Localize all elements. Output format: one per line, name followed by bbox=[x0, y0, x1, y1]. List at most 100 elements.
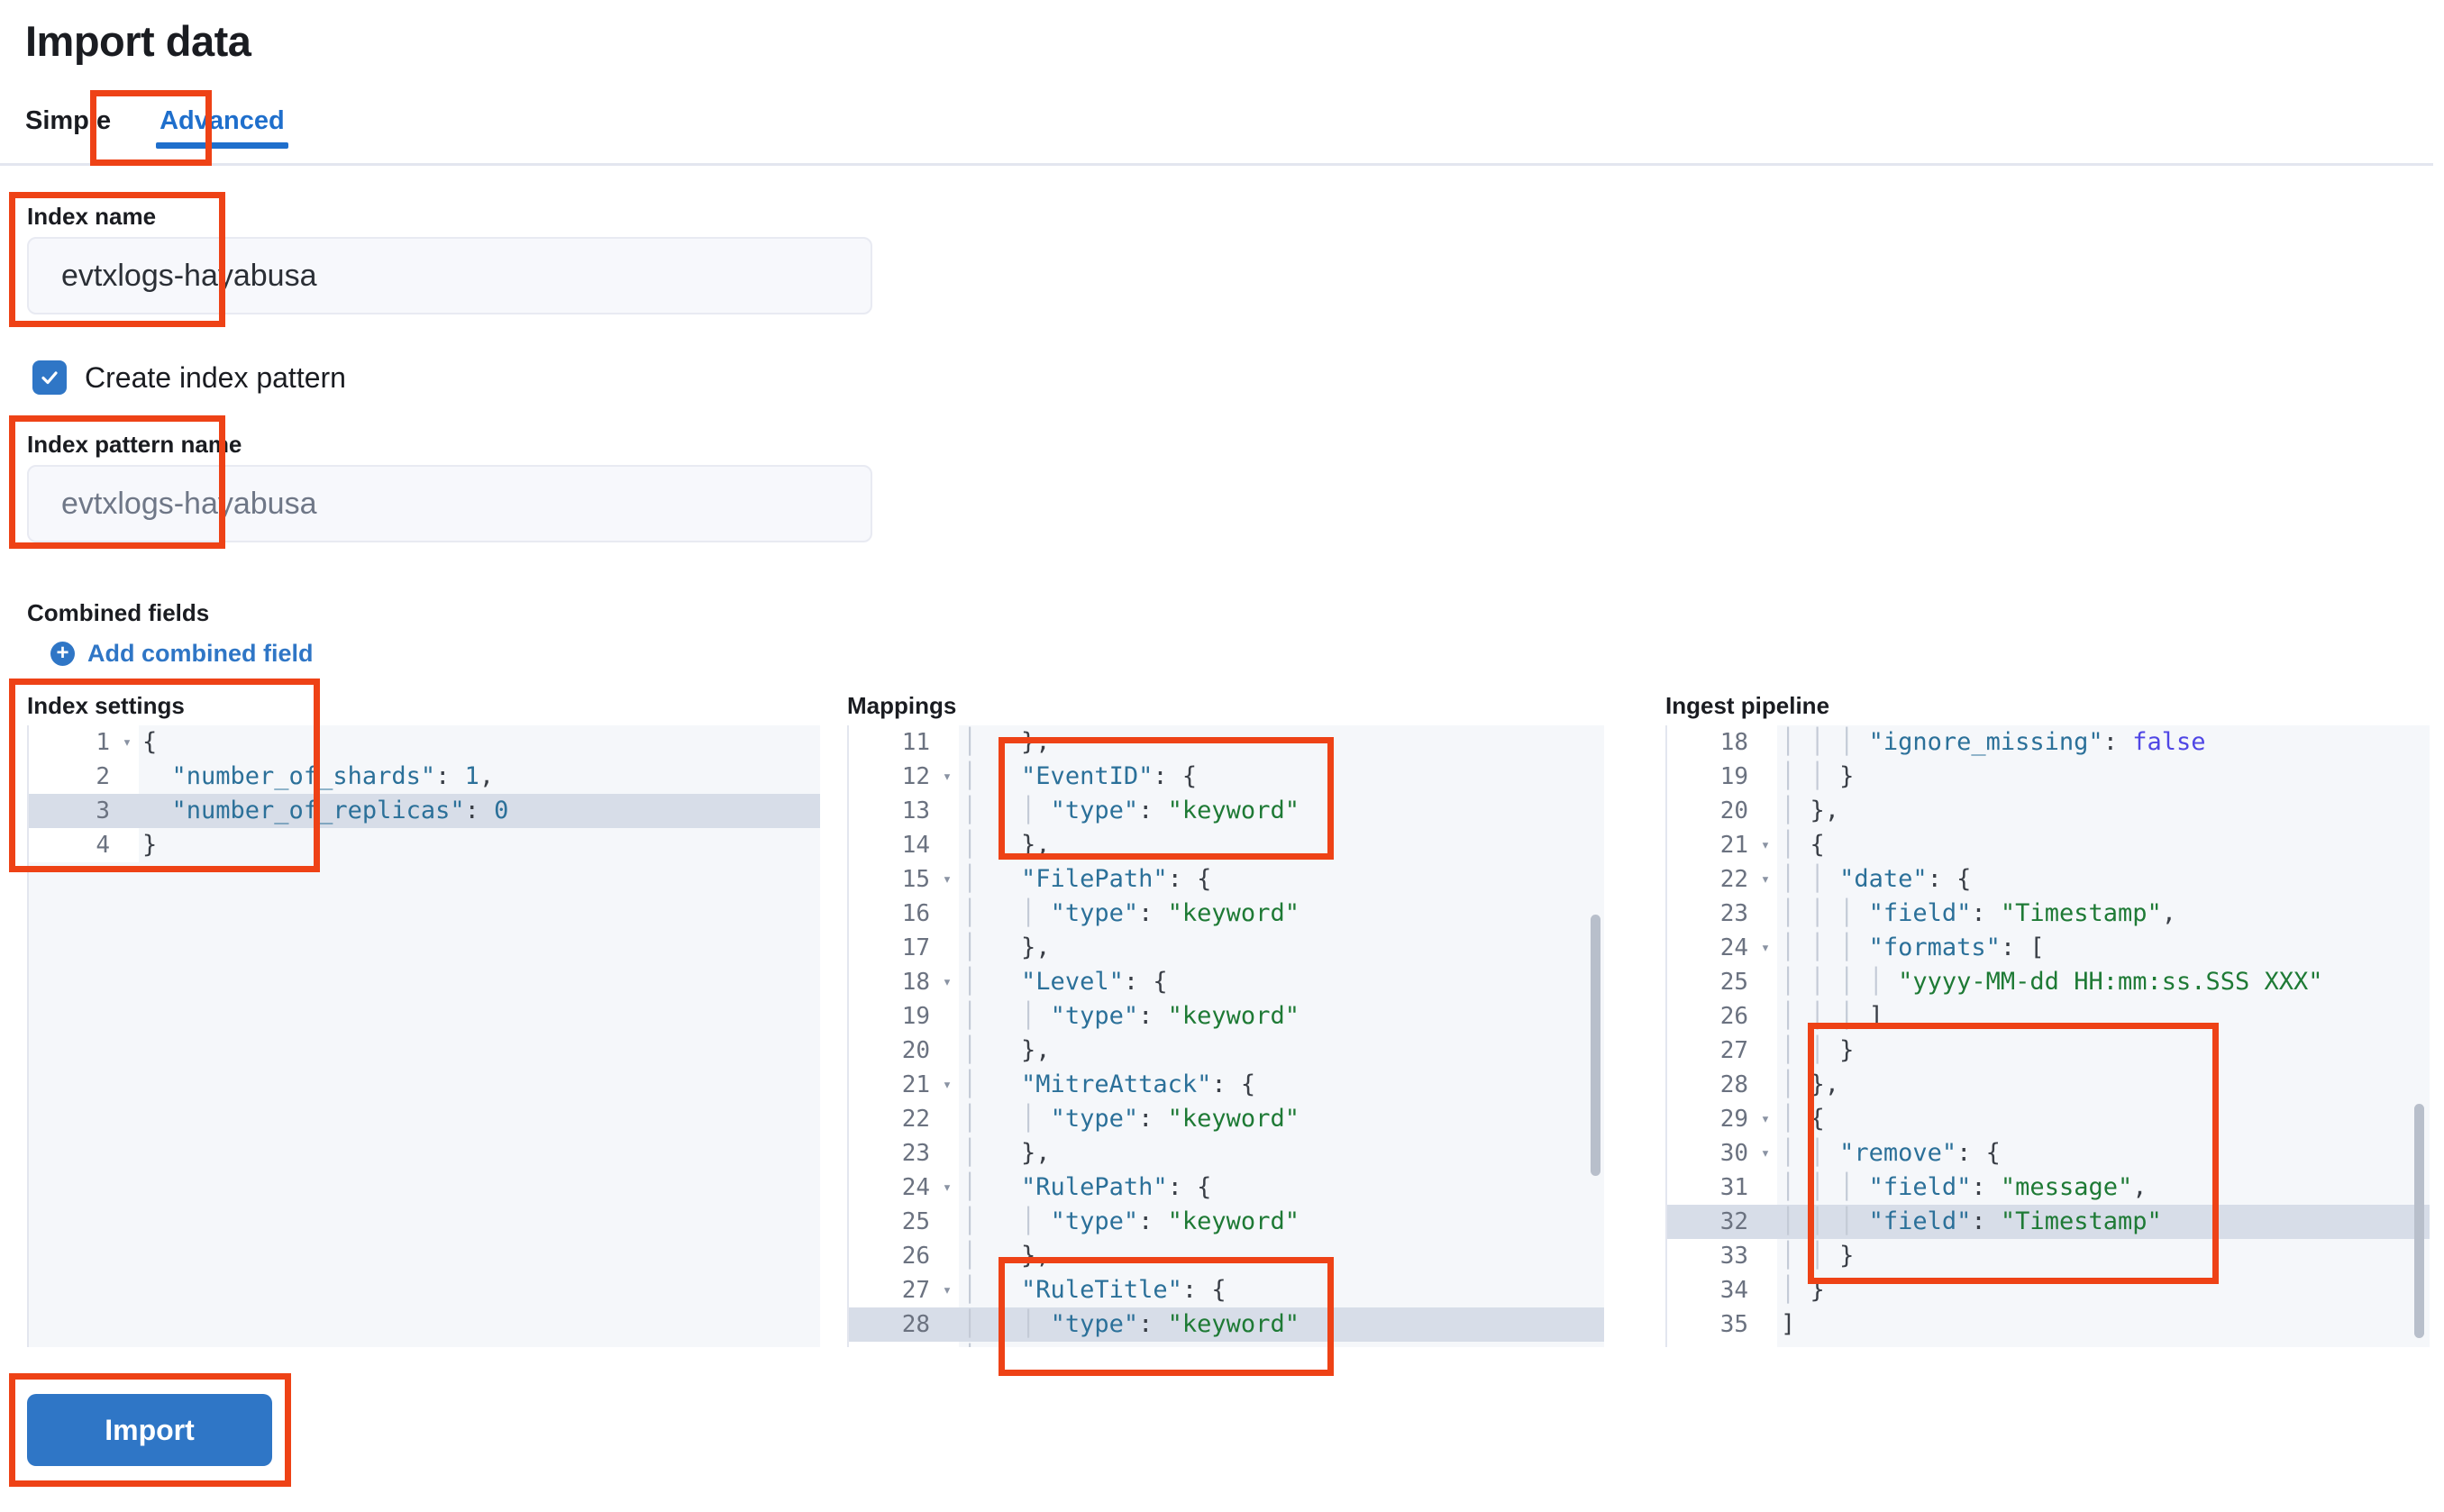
code-line[interactable]: 36} bbox=[1667, 1342, 2430, 1347]
code-line[interactable]: 15▾│ "FilePath": { bbox=[849, 862, 1604, 897]
line-number: 29 bbox=[1667, 1102, 1754, 1136]
code-line[interactable]: 33│ │ } bbox=[1667, 1239, 2430, 1273]
fold-toggle-icon[interactable]: ▾ bbox=[1754, 1102, 1777, 1136]
fold-toggle-icon bbox=[1754, 725, 1777, 760]
code-line[interactable]: 19│ │ } bbox=[1667, 760, 2430, 794]
code-text: │ │ "remove": { bbox=[1781, 1139, 2001, 1167]
code-line[interactable]: 22│ │ "type": "keyword" bbox=[849, 1102, 1604, 1136]
line-number: 13 bbox=[849, 794, 935, 828]
code-line[interactable]: 28│ │ "type": "keyword" bbox=[849, 1307, 1604, 1342]
code-line[interactable]: 27│ │ } bbox=[1667, 1034, 2430, 1068]
code-line[interactable]: 23│ │ │ "field": "Timestamp", bbox=[1667, 897, 2430, 931]
code-line[interactable]: 26│ }, bbox=[849, 1239, 1604, 1273]
fold-toggle-icon[interactable]: ▾ bbox=[1754, 828, 1777, 862]
code-line[interactable]: 20│ }, bbox=[849, 1034, 1604, 1068]
line-number: 34 bbox=[1667, 1273, 1754, 1307]
code-line[interactable]: 25│ │ │ │ "yyyy-MM-dd HH:mm:ss.SSS XXX" bbox=[1667, 965, 2430, 999]
index-pattern-name-input[interactable]: evtxlogs-hayabusa bbox=[27, 465, 872, 542]
code-text: │ "RulePath": { bbox=[962, 1173, 1212, 1201]
fold-toggle-icon[interactable]: ▾ bbox=[935, 965, 959, 999]
code-text: │ │ │ "field": "Timestamp", bbox=[1781, 899, 2176, 927]
code-line[interactable]: 27▾│ "RuleTitle": { bbox=[849, 1273, 1604, 1307]
code-text: │ }, bbox=[962, 1242, 1051, 1270]
code-line[interactable]: 1▾{ bbox=[29, 725, 820, 760]
code-text: │ │ "type": "keyword" bbox=[962, 1310, 1300, 1338]
code-line[interactable]: 13│ │ "type": "keyword" bbox=[849, 794, 1604, 828]
code-text: { bbox=[142, 728, 158, 756]
code-line[interactable]: 30▾│ │ "remove": { bbox=[1667, 1136, 2430, 1170]
code-line[interactable]: 29▾│ { bbox=[1667, 1102, 2430, 1136]
line-number: 22 bbox=[1667, 862, 1754, 897]
code-line[interactable]: 21▾│ { bbox=[1667, 828, 2430, 862]
code-text: │ }, bbox=[962, 831, 1051, 859]
code-line[interactable]: 18│ │ │ "ignore_missing": false bbox=[1667, 725, 2430, 760]
code-line[interactable]: 26│ │ │ ] bbox=[1667, 999, 2430, 1034]
index-settings-editor[interactable]: 1▾{2 "number_of_shards": 1,3 "number_of_… bbox=[27, 725, 820, 1347]
tab-simple[interactable]: Simple bbox=[25, 106, 112, 135]
code-line[interactable]: 35] bbox=[1667, 1307, 2430, 1342]
code-line[interactable]: 20│ }, bbox=[1667, 794, 2430, 828]
code-line[interactable]: 31│ │ │ "field": "message", bbox=[1667, 1170, 2430, 1205]
fold-toggle-icon bbox=[935, 794, 959, 828]
line-number: 23 bbox=[849, 1136, 935, 1170]
page-title: Import data bbox=[25, 17, 251, 65]
code-text: │ }, bbox=[959, 1342, 1604, 1347]
mappings-scrollbar[interactable] bbox=[1591, 915, 1600, 1176]
import-button[interactable]: Import bbox=[27, 1394, 272, 1466]
code-text: │ "EventID": { bbox=[962, 762, 1198, 790]
code-line[interactable]: 22▾│ │ "date": { bbox=[1667, 862, 2430, 897]
fold-toggle-icon[interactable]: ▾ bbox=[935, 1068, 959, 1102]
fold-toggle-icon[interactable]: ▾ bbox=[1754, 931, 1777, 965]
code-line[interactable]: 25│ │ "type": "keyword" bbox=[849, 1205, 1604, 1239]
checkbox-checked-icon[interactable] bbox=[32, 360, 67, 395]
code-text: "number_of_replicas": 0 bbox=[171, 797, 509, 824]
tab-advanced[interactable]: Advanced bbox=[134, 108, 310, 149]
code-line[interactable]: 32│ │ │ "field": "Timestamp" bbox=[1667, 1205, 2430, 1239]
code-line[interactable]: 19 │ │ "type": "keyword" bbox=[849, 999, 1604, 1034]
fold-toggle-icon bbox=[935, 931, 959, 965]
code-line[interactable]: 23 │ }, bbox=[849, 1136, 1604, 1170]
line-number: 22 bbox=[849, 1102, 935, 1136]
fold-toggle-icon[interactable]: ▾ bbox=[115, 725, 139, 760]
code-line[interactable]: 21▾│ "MitreAttack": { bbox=[849, 1068, 1604, 1102]
add-combined-field-button[interactable]: Add combined field bbox=[50, 640, 314, 668]
code-text: │ │ "type": "keyword" bbox=[962, 1002, 1300, 1030]
code-line[interactable]: 29│ }, bbox=[849, 1342, 1604, 1347]
fold-toggle-icon bbox=[1754, 760, 1777, 794]
code-text: │ "FilePath": { bbox=[962, 865, 1212, 893]
combined-fields-label: Combined fields bbox=[27, 599, 210, 626]
ingest-pipeline-scrollbar[interactable] bbox=[2414, 1104, 2424, 1338]
code-text: │ }, bbox=[962, 1139, 1051, 1167]
code-line[interactable]: 4} bbox=[29, 828, 820, 862]
code-line[interactable]: 3 "number_of_replicas": 0 bbox=[29, 794, 820, 828]
code-line[interactable]: 2 "number_of_shards": 1, bbox=[29, 760, 820, 794]
fold-toggle-icon[interactable]: ▾ bbox=[1754, 1136, 1777, 1170]
fold-toggle-icon[interactable]: ▾ bbox=[935, 760, 959, 794]
code-line[interactable]: 18▾│ "Level": { bbox=[849, 965, 1604, 999]
fold-toggle-icon[interactable]: ▾ bbox=[1754, 862, 1777, 897]
fold-toggle-icon bbox=[935, 1136, 959, 1170]
mappings-heading: Mappings bbox=[847, 692, 957, 719]
fold-toggle-icon[interactable]: ▾ bbox=[935, 1273, 959, 1307]
fold-toggle-icon[interactable]: ▾ bbox=[935, 1170, 959, 1205]
code-line[interactable]: 34│ } bbox=[1667, 1273, 2430, 1307]
line-number: 19 bbox=[849, 999, 935, 1034]
line-number: 27 bbox=[1667, 1034, 1754, 1068]
line-number: 30 bbox=[1667, 1136, 1754, 1170]
mappings-editor[interactable]: 11│ },12▾│ "EventID": {13│ │ "type": "ke… bbox=[847, 725, 1604, 1347]
code-line[interactable]: 28│ }, bbox=[1667, 1068, 2430, 1102]
fold-toggle-icon[interactable]: ▾ bbox=[935, 862, 959, 897]
code-line[interactable]: 11│ }, bbox=[849, 725, 1604, 760]
fold-toggle-icon bbox=[1754, 897, 1777, 931]
code-line[interactable]: 12▾│ "EventID": { bbox=[849, 760, 1604, 794]
create-index-pattern-row[interactable]: Create index pattern bbox=[32, 360, 346, 395]
line-number: 16 bbox=[849, 897, 935, 931]
index-name-input[interactable]: evtxlogs-hayabusa bbox=[27, 237, 872, 314]
code-line[interactable]: 14│ }, bbox=[849, 828, 1604, 862]
code-line[interactable]: 24▾│ │ │ "formats": [ bbox=[1667, 931, 2430, 965]
code-line[interactable]: 16│ │ "type": "keyword" bbox=[849, 897, 1604, 931]
code-line[interactable]: 24▾│ "RulePath": { bbox=[849, 1170, 1604, 1205]
code-line[interactable]: 17│ }, bbox=[849, 931, 1604, 965]
line-number: 21 bbox=[1667, 828, 1754, 862]
